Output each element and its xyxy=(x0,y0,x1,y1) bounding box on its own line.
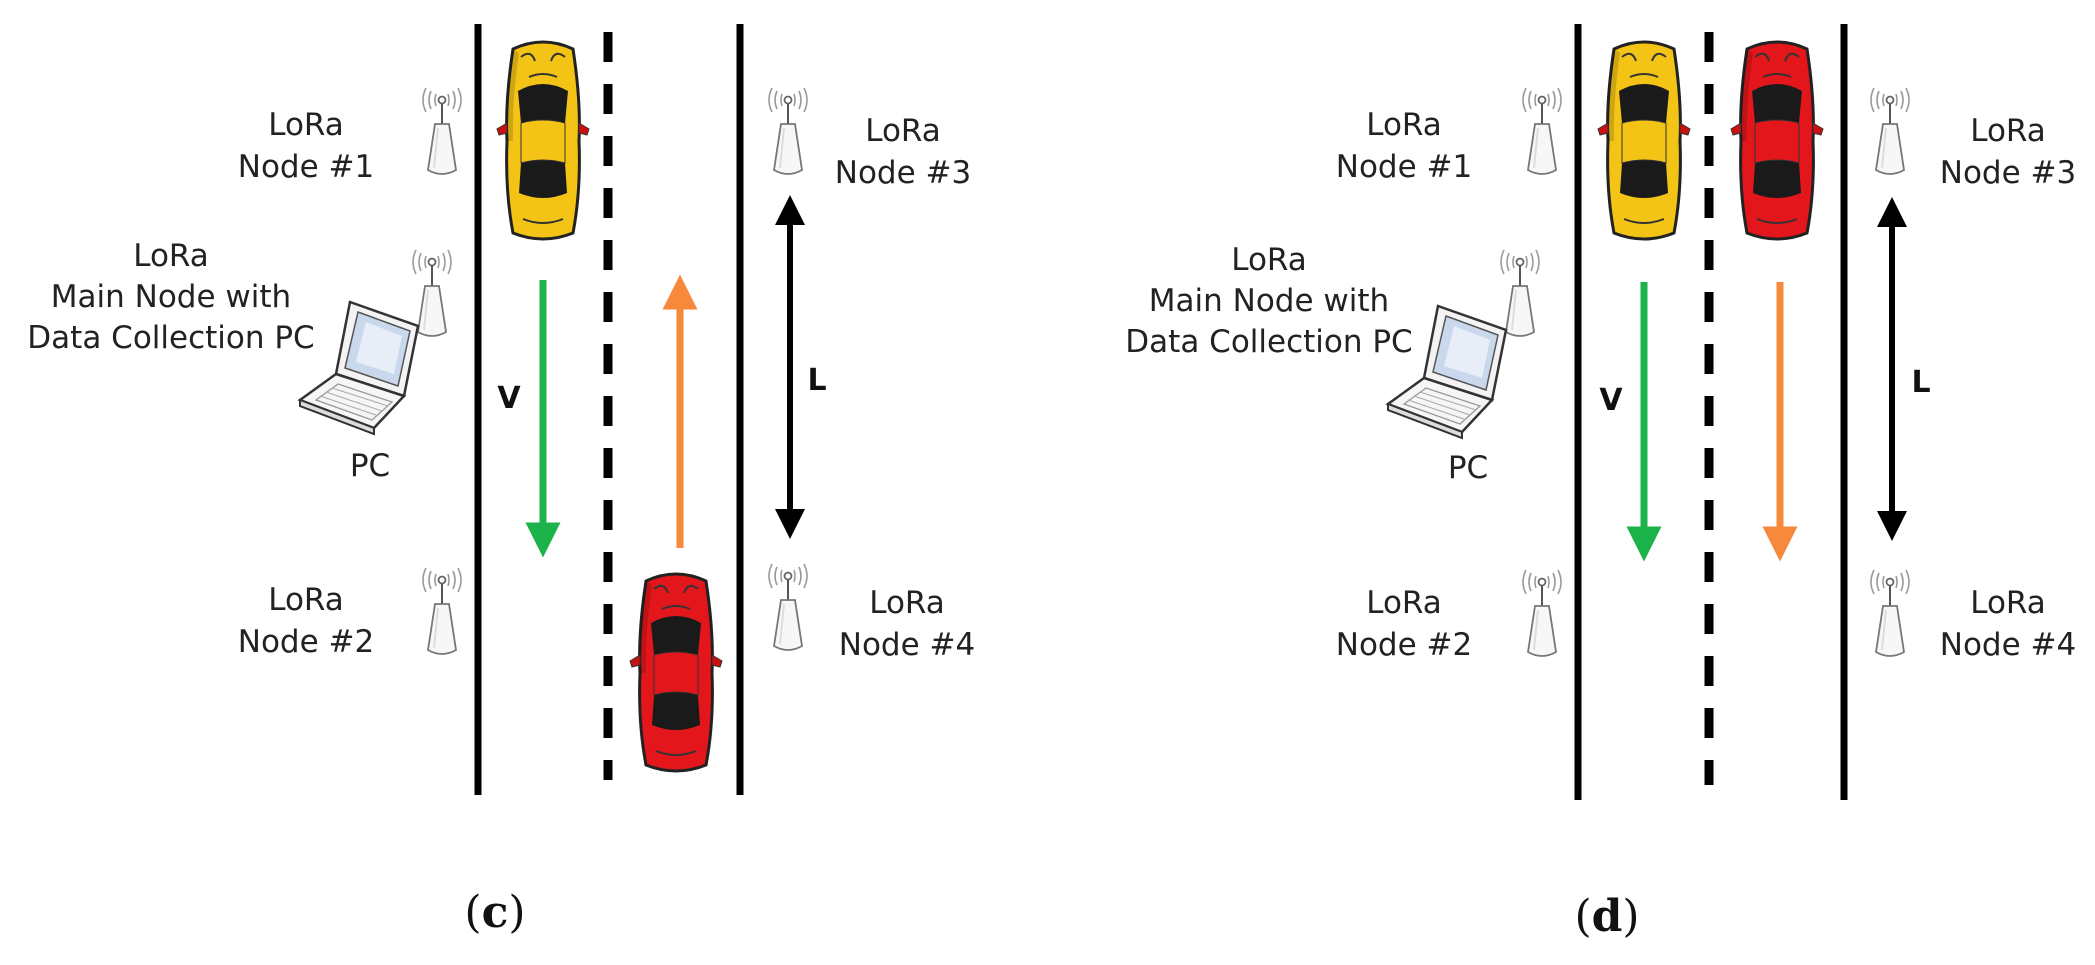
pc-label: PC xyxy=(350,448,390,484)
lora-main-node-antenna-icon xyxy=(1500,249,1540,337)
node-4-title: LoRa xyxy=(869,585,945,621)
node-2-id: Node #2 xyxy=(238,624,374,660)
node-4-id: Node #4 xyxy=(1940,627,2076,663)
node-3-id: Node #3 xyxy=(835,155,971,191)
lora-node-1-antenna-icon xyxy=(1522,87,1562,175)
red-car-icon xyxy=(1729,40,1825,241)
length-label: L xyxy=(1911,365,1930,400)
node-3-id: Node #3 xyxy=(1940,155,2076,191)
node-4-title: LoRa xyxy=(1970,585,2046,621)
lora-node-1-antenna-icon xyxy=(422,87,462,175)
node-1-id: Node #1 xyxy=(238,149,374,185)
panel-d: LoRa Node #1 LoRa Main Node with Data Co… xyxy=(1125,24,2076,942)
node-1-title: LoRa xyxy=(1366,107,1442,143)
panel-caption: (d) xyxy=(1574,891,1639,942)
lora-node-3-antenna-icon xyxy=(1870,87,1910,175)
node-3-title: LoRa xyxy=(1970,113,2046,149)
panel-caption: (c) xyxy=(464,887,525,938)
length-label: L xyxy=(807,363,826,398)
lora-node-4-antenna-icon xyxy=(1870,569,1910,657)
node-1-id: Node #1 xyxy=(1336,149,1472,185)
pc-label: PC xyxy=(1448,450,1488,486)
main-node-line-2: Main Node with xyxy=(1149,283,1389,319)
lora-node-4-antenna-icon xyxy=(768,563,808,651)
main-node-line-3: Data Collection PC xyxy=(1125,324,1412,360)
main-node-line-1: LoRa xyxy=(133,238,209,274)
red-car-icon xyxy=(628,572,724,773)
node-2-id: Node #2 xyxy=(1336,627,1472,663)
velocity-label: V xyxy=(1599,383,1623,418)
node-2-title: LoRa xyxy=(1366,585,1442,621)
main-node-line-2: Main Node with xyxy=(51,279,291,315)
node-3-title: LoRa xyxy=(865,113,941,149)
velocity-label: V xyxy=(497,381,521,416)
lora-main-node-antenna-icon xyxy=(412,249,452,337)
lora-node-2-antenna-icon xyxy=(1522,569,1562,657)
main-node-line-3: Data Collection PC xyxy=(27,320,314,356)
panel-c: LoRa Node #1 LoRa Main Node with Data Co… xyxy=(27,24,975,938)
laptop-pc-icon xyxy=(298,300,420,436)
yellow-car-icon xyxy=(1596,40,1692,241)
node-4-id: Node #4 xyxy=(839,627,975,663)
node-2-title: LoRa xyxy=(268,582,344,618)
node-1-title: LoRa xyxy=(268,107,344,143)
lora-node-2-antenna-icon xyxy=(422,567,462,655)
lora-node-3-antenna-icon xyxy=(768,87,808,175)
main-node-line-1: LoRa xyxy=(1231,242,1307,278)
yellow-car-icon xyxy=(495,40,591,241)
